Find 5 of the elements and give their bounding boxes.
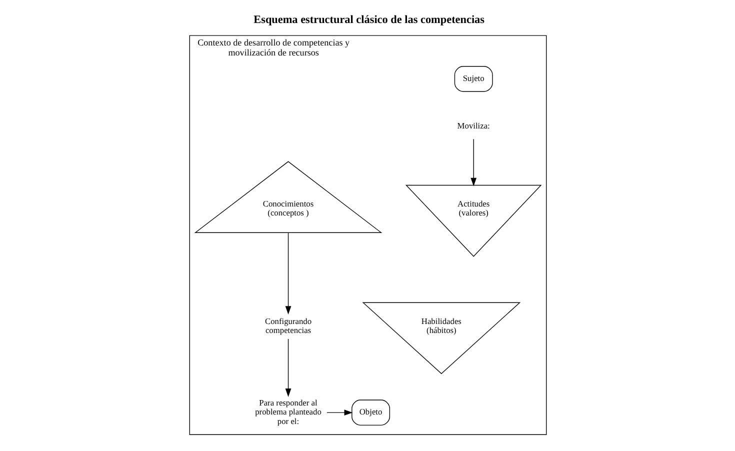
diagram-title: Esquema estructural clásico de las competencias bbox=[253, 13, 484, 26]
arrow bbox=[284, 338, 291, 396]
arrow bbox=[326, 409, 352, 416]
arrow bbox=[284, 232, 291, 314]
arrow bbox=[470, 138, 476, 186]
